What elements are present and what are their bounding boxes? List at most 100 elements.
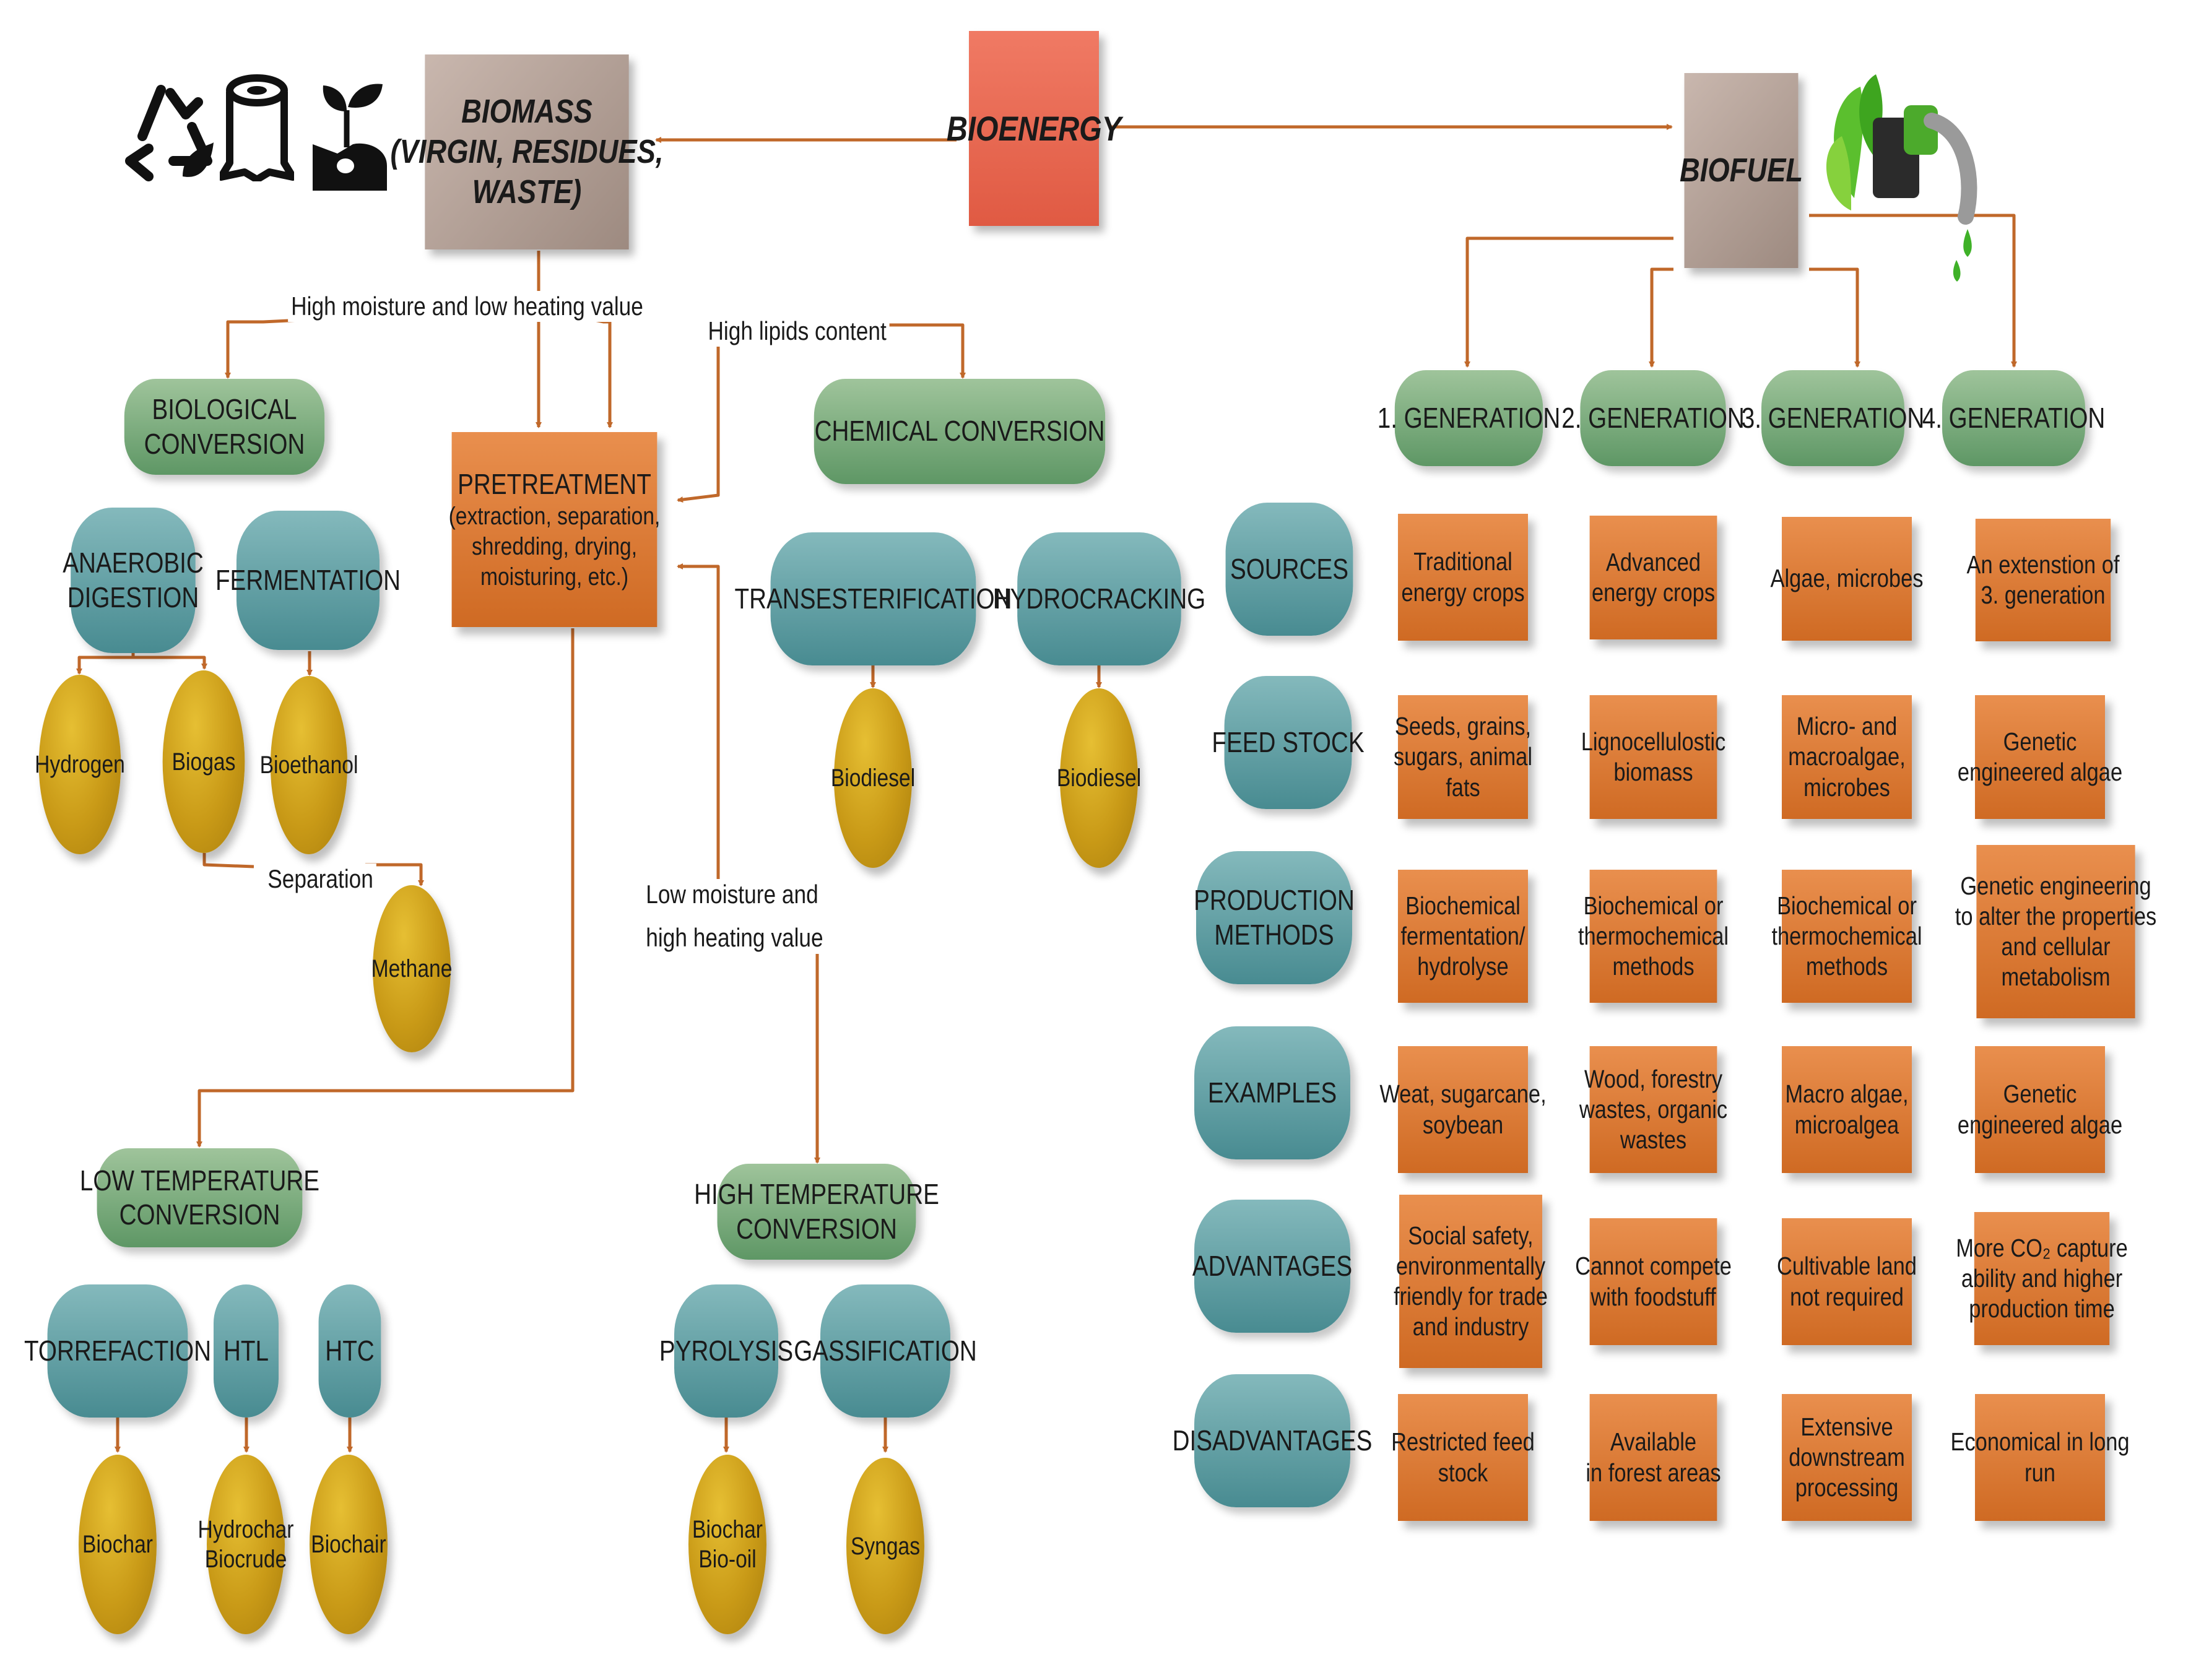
- edge-biofuel-gen1: [1464, 236, 1673, 368]
- high-temp-title-line-1: HIGH TEMPERATURE: [694, 1178, 939, 1211]
- cell-disadvantages-gen4: Economical in long run: [1950, 1394, 2130, 1521]
- fermentation-label: FERMENTATION: [215, 563, 401, 596]
- cell-text: Genetic: [2003, 1080, 2077, 1109]
- torrefaction-label: TORREFACTION: [24, 1334, 212, 1367]
- cell-text: in forest areas: [1586, 1458, 1721, 1487]
- generation-3: 3. GENERATION: [1742, 370, 1924, 466]
- edge-label-low-moisture-line-1: Low moisture and: [646, 880, 818, 909]
- cell-feedstock-gen3: Micro- and macroalgae, microbes: [1782, 695, 1912, 819]
- cell-disadvantages-gen3: Extensive downstream processing: [1782, 1394, 1912, 1521]
- low-temp-title-line-2: CONVERSION: [119, 1198, 280, 1231]
- row-label-disadvantages: DISADVANTAGES: [1173, 1374, 1372, 1507]
- sprout-in-hand-icon: [313, 84, 387, 191]
- cell-text: hydrolyse: [1417, 952, 1509, 981]
- biogas-label: Biogas: [171, 748, 236, 776]
- cell-text: production time: [1969, 1294, 2115, 1323]
- biological-title-line-1: BIOLOGICAL: [152, 393, 297, 426]
- cell-feedstock-gen4: Genetic engineered algae: [1958, 695, 2122, 819]
- cell-feedstock-gen1: Seeds, grains, sugars, animal fats: [1394, 695, 1532, 819]
- hydrogen-oval: Hydrogen: [35, 675, 125, 854]
- cell-text: with foodstuff: [1591, 1282, 1716, 1311]
- sources-label: SOURCES: [1230, 552, 1349, 585]
- biomass-box: BIOMASS (VIRGIN, RESIDUES, WASTE): [390, 54, 664, 249]
- cell-production-gen4: Genetic engineering to alter the propert…: [1955, 845, 2156, 1018]
- biomass-line-2: (VIRGIN, RESIDUES,: [390, 133, 664, 171]
- cell-text: microbes: [1803, 773, 1890, 802]
- edge-lowmoisture-hightemp: [799, 927, 820, 1164]
- cell-disadvantages-gen2: Available in forest areas: [1586, 1394, 1721, 1521]
- generation-4: 4. GENERATION: [1922, 370, 2105, 466]
- edge-pretreatment-lowtemp: [196, 628, 575, 1148]
- cell-advantages-gen3: Cultivable land not required: [1777, 1218, 1917, 1345]
- biocrude-label: Biocrude: [204, 1546, 287, 1573]
- generation-1: 1. GENERATION: [1378, 370, 1560, 466]
- cell-text: methods: [1612, 952, 1695, 981]
- cell-text: Micro- and: [1796, 712, 1898, 741]
- htc: HTC: [318, 1284, 381, 1418]
- cell-text: An extenstion of: [1966, 550, 2120, 579]
- cell-text: Cannot compete: [1575, 1252, 1732, 1281]
- low-temp-title-line-1: LOW TEMPERATURE: [79, 1164, 320, 1197]
- biochar-label: Biochar: [82, 1531, 153, 1558]
- cell-text: wastes: [1620, 1125, 1687, 1154]
- cell-text: and industry: [1412, 1312, 1529, 1341]
- cell-text: engineered algae: [1957, 1110, 2123, 1139]
- edge-lipids-chemical: [873, 323, 966, 379]
- tree-stump-icon: [220, 74, 294, 181]
- cell-text: Cultivable land: [1777, 1252, 1917, 1281]
- biochar-oval: Biochar: [79, 1455, 157, 1634]
- generation-2-label: 2. GENERATION: [1561, 401, 1745, 434]
- bioethanol-label: Bioethanol: [259, 751, 358, 779]
- hydrogen-label: Hydrogen: [35, 751, 125, 778]
- edge-lowmoisture-pretreatment: [677, 563, 720, 882]
- cell-text: processing: [1795, 1473, 1899, 1502]
- edge-label-high-lipids: High lipids content: [705, 316, 890, 347]
- cell-text: thermochemical: [1578, 921, 1729, 950]
- biooil-label: Bio-oil: [698, 1546, 757, 1573]
- cell-text: Economical in long: [1950, 1427, 2130, 1457]
- cell-sources-gen3: Algae, microbes: [1771, 517, 1923, 641]
- cell-text: Biochemical or: [1777, 891, 1917, 920]
- cell-text: not required: [1790, 1282, 1904, 1311]
- syngas-oval: Syngas: [846, 1458, 924, 1634]
- cell-text: thermochemical: [1771, 921, 1922, 950]
- cell-text: stock: [1438, 1458, 1488, 1487]
- edge-biofuel-gen2: [1649, 267, 1673, 368]
- cell-text: Available: [1610, 1427, 1697, 1457]
- bioenergy-label: BIOENERGY: [946, 108, 1122, 148]
- cell-sources-gen4: An extenstion of 3. generation: [1967, 519, 2119, 641]
- biodiesel-oval-1: Biodiesel: [831, 688, 915, 868]
- cell-text: energy crops: [1591, 578, 1716, 607]
- edge-label-low-moisture-line-2: high heating value: [646, 923, 823, 953]
- generation-2: 2. GENERATION: [1561, 370, 1745, 466]
- bioethanol-oval: Bioethanol: [260, 676, 358, 854]
- gassification-label: GASSIFICATION: [794, 1334, 977, 1367]
- edge-label-high-moisture-text: High moisture and low heating value: [291, 292, 643, 321]
- chemical-title: CHEMICAL CONVERSION: [814, 415, 1105, 448]
- htl: HTL: [214, 1284, 279, 1418]
- cell-text: 3. generation: [1981, 581, 2106, 609]
- cell-text: ability and higher: [1961, 1263, 2123, 1292]
- cell-text: Weat, sugarcane,: [1379, 1080, 1547, 1109]
- high-temperature-conversion: HIGH TEMPERATURE CONVERSION: [694, 1164, 939, 1260]
- cell-text: engineered algae: [1957, 758, 2123, 786]
- anaerobic-digestion: ANAEROBIC DIGESTION: [63, 508, 204, 653]
- cell-text: environmentally: [1395, 1251, 1546, 1280]
- edge-label-low-moisture: Low moisture and high heating value: [643, 879, 827, 954]
- cell-feedstock-gen2: Lignocellulostic biomass: [1581, 695, 1725, 819]
- edge-biofuel-gen3: [1809, 267, 1860, 368]
- cell-text: More CO₂ capture: [1956, 1233, 2128, 1262]
- row-label-feedstock: FEED STOCK: [1212, 676, 1365, 809]
- biodiesel-label-2: Biodiesel: [1056, 764, 1142, 792]
- production-label-line-1: PRODUCTION: [1194, 884, 1355, 917]
- cell-examples-gen2: Wood, forestry wastes, organic wastes: [1579, 1046, 1727, 1173]
- cell-text: Seeds, grains,: [1394, 712, 1532, 741]
- cell-text: fermentation/: [1400, 921, 1525, 950]
- row-label-examples: EXAMPLES: [1194, 1026, 1350, 1159]
- cell-text: biomass: [1613, 758, 1693, 786]
- examples-label: EXAMPLES: [1207, 1076, 1337, 1109]
- cell-text: soybean: [1422, 1110, 1504, 1139]
- cell-text: Extensive: [1800, 1412, 1893, 1441]
- cell-text: Genetic engineering: [1960, 871, 2151, 900]
